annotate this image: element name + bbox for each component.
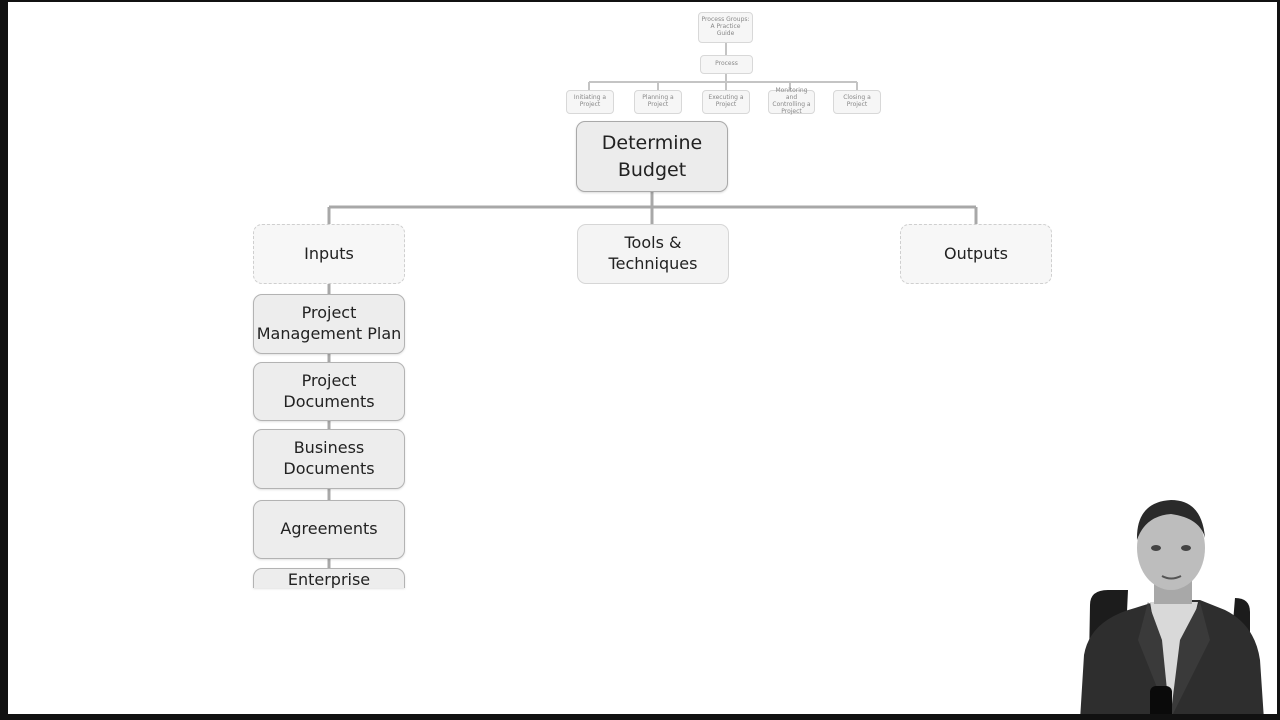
process-group-label: Monitoring and Controlling a Project <box>772 87 811 115</box>
process-title: Determine Budget <box>601 131 703 181</box>
process-title-box: Determine Budget <box>576 121 728 192</box>
input-agreements: Agreements <box>253 500 405 559</box>
slide-canvas: Process Groups: A Practice Guide Process… <box>8 2 1277 714</box>
input-label: Project Documents <box>283 370 375 411</box>
tools-techniques-category-label: Tools & Techniques <box>608 233 698 273</box>
process-group-executing: Executing a Project <box>702 90 750 114</box>
inputs-category-box: Inputs <box>253 224 405 284</box>
process-group-planning: Planning a Project <box>634 90 682 114</box>
process-group-label: Executing a Project <box>708 94 744 108</box>
input-label: Project Management Plan <box>256 303 402 343</box>
process-group-label: Initiating a Project <box>573 94 607 108</box>
inputs-category-label: Inputs <box>304 243 354 263</box>
input-label: Agreements <box>280 519 378 539</box>
bottom-frame-bar <box>0 714 1280 720</box>
input-project-management-plan: Project Management Plan <box>253 294 405 354</box>
process-group-label: Closing a Project <box>843 94 871 108</box>
outputs-category-label: Outputs <box>944 243 1008 263</box>
process-label: Process <box>715 60 738 68</box>
process-groups-guide-label: Process Groups: A Practice Guide <box>701 16 750 37</box>
process-box: Process <box>700 55 753 74</box>
process-groups-guide-box: Process Groups: A Practice Guide <box>698 12 753 43</box>
process-group-label: Planning a Project <box>642 94 674 108</box>
connector-lines <box>327 42 978 568</box>
tools-techniques-category-box: Tools & Techniques <box>577 224 729 284</box>
input-label: Enterprise <box>287 570 371 588</box>
input-project-documents: Project Documents <box>253 362 405 421</box>
process-group-closing: Closing a Project <box>833 90 881 114</box>
process-group-monitoring: Monitoring and Controlling a Project <box>768 87 815 115</box>
process-group-initiating: Initiating a Project <box>566 90 614 114</box>
input-business-documents: Business Documents <box>253 429 405 489</box>
input-label: Business Documents <box>283 438 375 478</box>
input-enterprise: Enterprise <box>253 568 405 588</box>
outputs-category-box: Outputs <box>900 224 1052 284</box>
presenter-video-overlay <box>1080 500 1264 720</box>
